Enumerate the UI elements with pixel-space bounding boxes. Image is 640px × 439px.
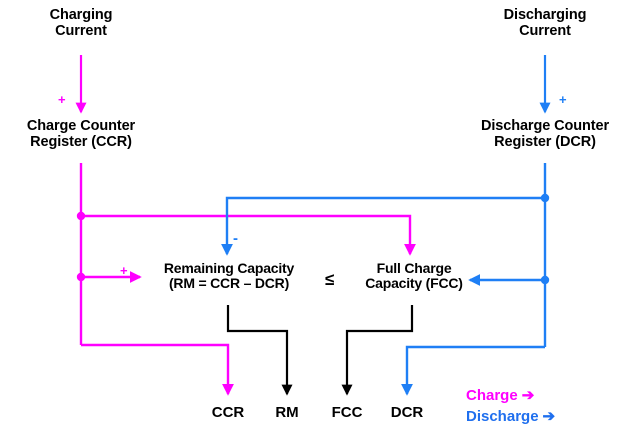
legend-discharge-label: Discharge (466, 408, 539, 425)
sign-plus-remaining-capacity: + (120, 263, 128, 278)
legend-charge-row: Charge➔ (466, 388, 534, 403)
output-label-fcc: FCC (331, 404, 363, 421)
edge-dcr-to-remaining-capacity (221, 196, 545, 256)
node-discharging-current: Discharging Current (503, 7, 587, 39)
legend-charge-label: Charge (466, 387, 518, 404)
edge-full-charge-capacity-to-output-fcc (341, 305, 414, 396)
edge-dcr-to-output-dcr (401, 345, 545, 396)
legend-discharge-arrow-icon: ➔ (542, 408, 556, 425)
node-charge-counter-register: Charge Counter Register (CCR) (26, 118, 136, 150)
node-remaining-capacity: Remaining Capacity (RM = CCR – DCR) (163, 260, 295, 292)
sign-minus-remaining-capacity: - (233, 230, 238, 247)
node-charging-current: Charging Current (49, 7, 113, 39)
edge-ccr-to-output-ccr (81, 343, 234, 396)
node-discharge-counter-register: Discharge Counter Register (DCR) (480, 118, 610, 150)
output-label-ccr: CCR (211, 404, 245, 421)
output-label-rm: RM (275, 404, 299, 421)
edge-ccr-to-fcc (81, 214, 416, 256)
node-full-charge-capacity: Full Charge Capacity (FCC) (365, 260, 463, 292)
output-label-dcr: DCR (390, 404, 424, 421)
legend-discharge-row: Discharge➔ (466, 409, 555, 424)
comparison-operator: ≤ (325, 270, 335, 289)
legend-charge-arrow-icon: ➔ (521, 387, 535, 404)
sign-plus-discharging-input: + (559, 92, 567, 107)
sign-plus-charging-input: + (58, 92, 66, 107)
edge-remaining-capacity-to-output-rm (226, 305, 293, 396)
